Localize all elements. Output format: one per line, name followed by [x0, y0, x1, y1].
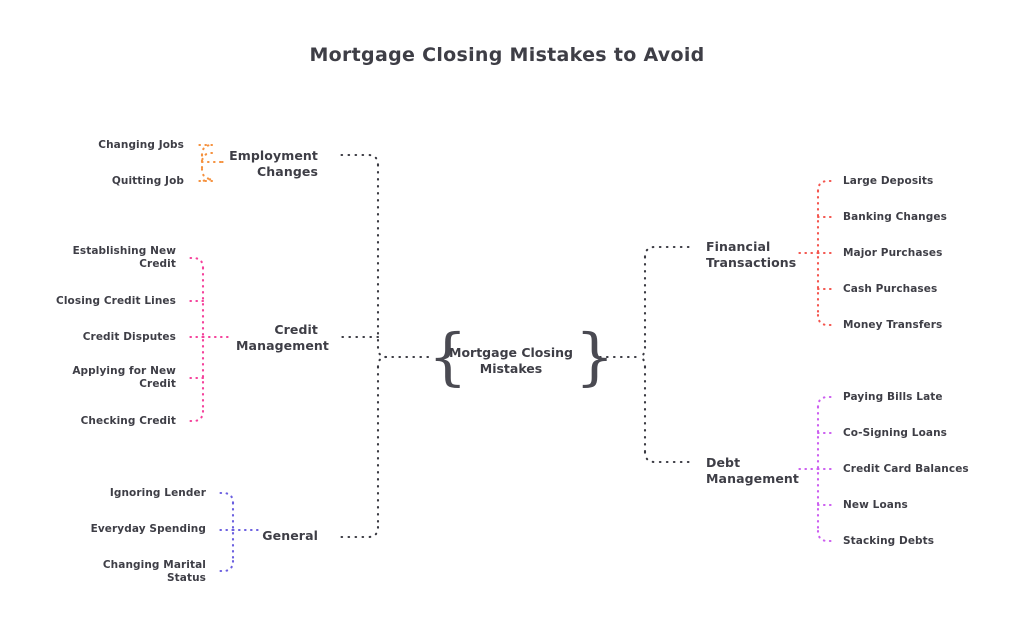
leaf-paying-bills-late[interactable]: Paying Bills Late [843, 391, 943, 403]
leaf-changing-jobs[interactable]: Changing Jobs [98, 139, 184, 151]
leaf-money-transfers[interactable]: Money Transfers [843, 319, 943, 331]
leaf-co-signing-loans[interactable]: Co-Signing Loans [843, 427, 947, 439]
leaf-changing-marital-status[interactable]: Changing Marital Status [102, 559, 206, 585]
connector-credit-management [186, 256, 232, 423]
branch-label-employment-changes[interactable]: Employment Changes [229, 148, 318, 179]
leaf-establishing-new-credit[interactable]: Establishing New Credit [72, 245, 176, 271]
trunk-left [334, 153, 430, 539]
leaf-banking-changes[interactable]: Banking Changes [843, 211, 947, 223]
connector-general [216, 491, 260, 573]
center-brace-right: } [575, 320, 615, 393]
leaf-new-loans[interactable]: New Loans [843, 499, 908, 511]
leaf-applying-for-new-credit[interactable]: Applying for New Credit [72, 365, 176, 391]
branch-label-general[interactable]: General [262, 528, 318, 543]
branch-label-credit-management[interactable]: Credit Management [236, 322, 330, 353]
connector-debt-management [793, 395, 835, 543]
leaf-stacking-debts[interactable]: Stacking Debts [843, 535, 935, 547]
leaf-credit-card-balances[interactable]: Credit Card Balances [843, 463, 969, 475]
connector-financial-transactions [793, 179, 835, 327]
leaf-major-purchases[interactable]: Major Purchases [843, 247, 943, 259]
leaf-quitting-job[interactable]: Quitting Job [111, 175, 184, 187]
leaf-large-deposits[interactable]: Large Deposits [843, 175, 934, 187]
connector-employment-changes [194, 143, 228, 183]
leaf-credit-disputes[interactable]: Credit Disputes [82, 331, 176, 343]
leaf-cash-purchases[interactable]: Cash Purchases [843, 283, 938, 295]
leaf-ignoring-lender[interactable]: Ignoring Lender [109, 487, 206, 499]
center-node-label: Mortgage Closing Mistakes [449, 345, 573, 377]
leaf-checking-credit[interactable]: Checking Credit [80, 415, 176, 427]
leaf-everyday-spending[interactable]: Everyday Spending [90, 523, 206, 535]
center-brace-left: { [428, 320, 468, 393]
trunk-right [598, 245, 696, 464]
leaf-closing-credit-lines[interactable]: Closing Credit Lines [56, 295, 176, 307]
branch-label-debt-management[interactable]: Debt Management [706, 455, 800, 486]
page-title: Mortgage Closing Mistakes to Avoid [309, 44, 705, 66]
branch-label-financial-transactions[interactable]: Financial Transactions [706, 239, 797, 270]
